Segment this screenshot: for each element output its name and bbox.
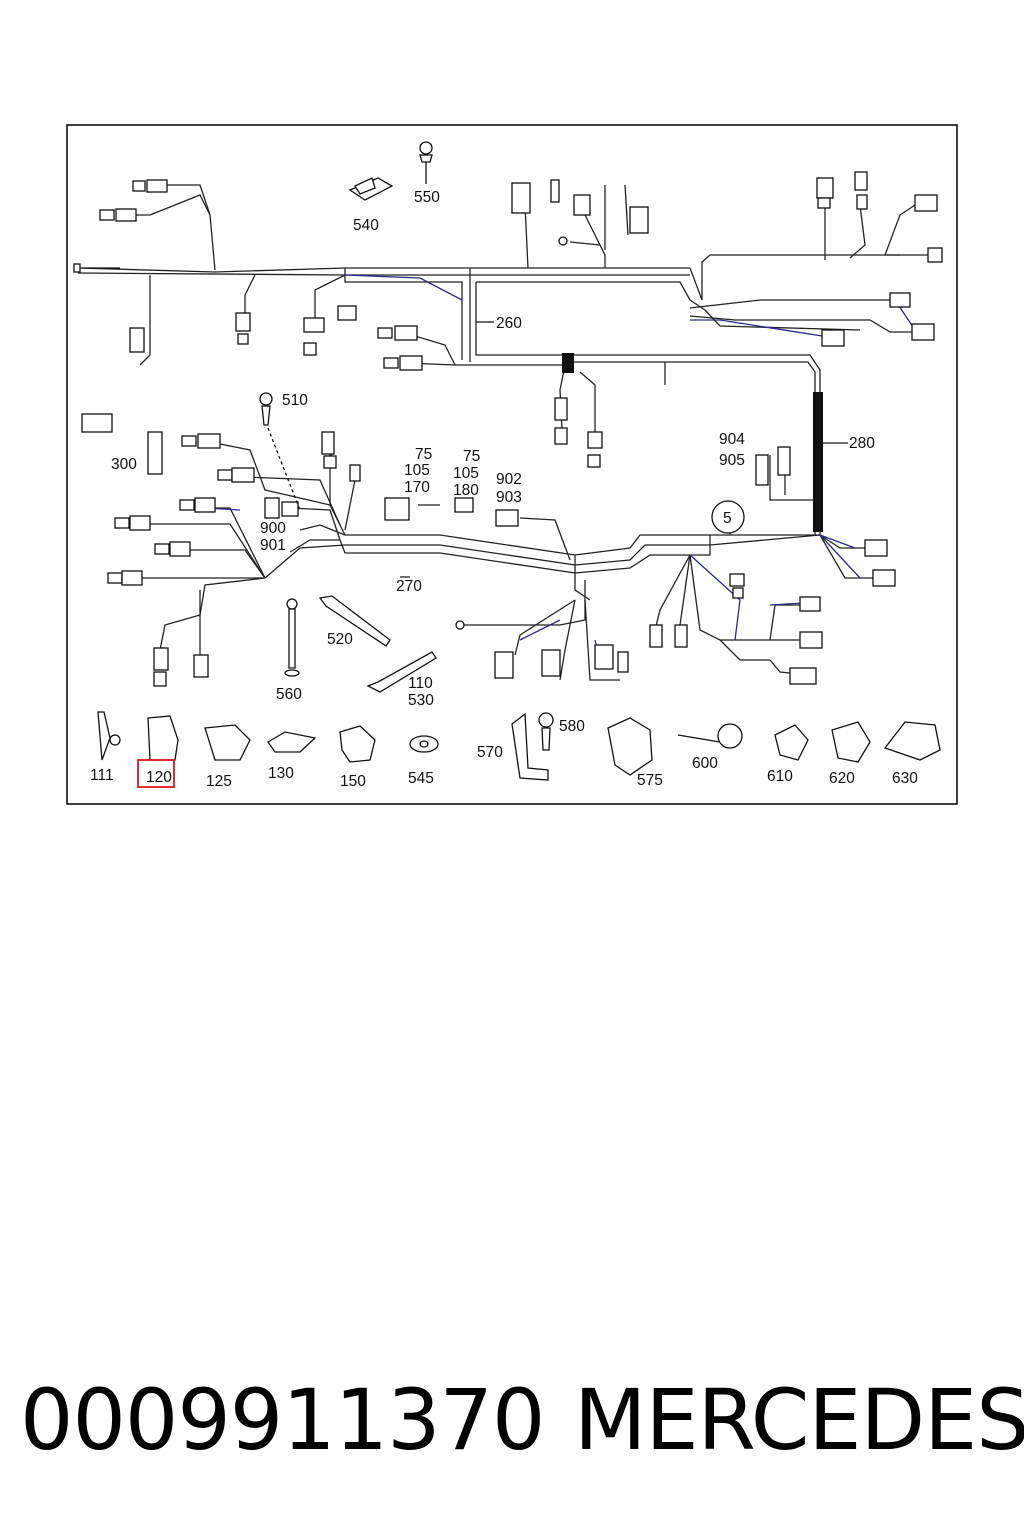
callout-570[interactable]: 570 [477,744,503,761]
callout-620[interactable]: 620 [829,770,855,787]
part-number: 0009911370 [20,1371,545,1469]
callout-903[interactable]: 903 [496,489,522,506]
callout-circle-5 [711,500,745,534]
callout-510[interactable]: 510 [282,392,308,409]
connectors [73,171,943,687]
callout-75-a[interactable]: 75 [415,446,432,463]
callout-105-a[interactable]: 105 [404,462,430,479]
callout-280[interactable]: 280 [849,435,875,452]
callout-900[interactable]: 900 [260,520,286,537]
callout-901[interactable]: 901 [260,537,286,554]
callout-904[interactable]: 904 [719,431,745,448]
callout-575[interactable]: 575 [637,772,663,789]
callout-550[interactable]: 550 [414,189,440,206]
callout-902[interactable]: 902 [496,471,522,488]
callout-600[interactable]: 600 [692,755,718,772]
callout-270[interactable]: 270 [396,578,422,595]
leader-lines [400,321,848,578]
callout-560[interactable]: 560 [276,686,302,703]
callout-111[interactable]: 111 [90,767,114,784]
callout-180[interactable]: 180 [453,482,479,499]
callout-260[interactable]: 260 [496,315,522,332]
diagram-frame [66,124,958,805]
callout-120[interactable]: 120 [146,769,172,786]
callout-110[interactable]: 110 [408,675,433,692]
callout-300[interactable]: 300 [111,456,137,473]
callout-630[interactable]: 630 [892,770,918,787]
callout-125[interactable]: 125 [206,773,232,790]
callout-5[interactable]: 5 [723,510,732,527]
callout-105-b[interactable]: 105 [453,465,479,482]
callout-150[interactable]: 150 [340,773,366,790]
callout-170[interactable]: 170 [404,479,430,496]
junction-block [562,353,574,373]
brand-name: MERCEDES [574,1371,1024,1469]
callout-610[interactable]: 610 [767,768,793,785]
callout-580[interactable]: 580 [559,718,585,735]
harness-sleeve-280 [813,392,823,532]
highlight-box-120 [137,759,175,788]
callout-130[interactable]: 130 [268,765,294,782]
footer: 0009911370 MERCEDES [0,1365,1024,1475]
hardware-parts [97,141,941,781]
callout-520[interactable]: 520 [327,631,353,648]
callout-905[interactable]: 905 [719,452,745,469]
callout-545[interactable]: 545 [408,770,434,787]
callout-540[interactable]: 540 [353,217,379,234]
callout-labels: 550 540 260 510 300 280 904 905 5 75 105… [90,189,918,790]
callout-530[interactable]: 530 [408,692,434,709]
callout-75-b[interactable]: 75 [463,448,480,465]
